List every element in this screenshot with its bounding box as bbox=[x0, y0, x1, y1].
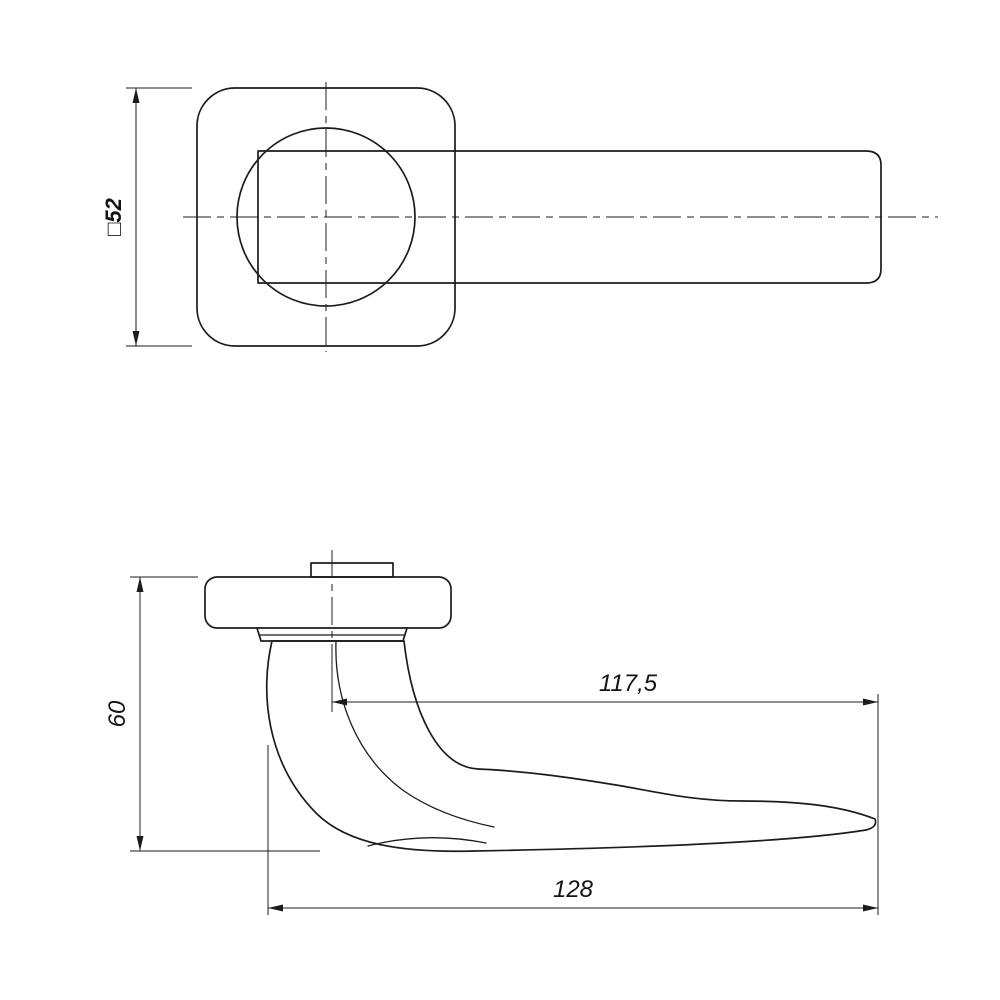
handle-side-outline bbox=[265, 640, 877, 853]
rosette-button bbox=[310, 562, 394, 578]
dim117-arrow-right-icon bbox=[863, 698, 878, 706]
dim128-arrow-left-icon bbox=[268, 904, 283, 912]
dim117-arrow-left-icon bbox=[332, 698, 347, 706]
front-view: □52 bbox=[101, 82, 938, 352]
dimension-length-128: 128 bbox=[267, 745, 878, 915]
dim52-arrow-down-icon bbox=[132, 331, 140, 346]
neck-inner-curve bbox=[335, 640, 495, 828]
dimension-reach-117-5: 117,5 bbox=[331, 648, 879, 915]
dim117-label: 117,5 bbox=[599, 670, 658, 697]
rosette-side-profile bbox=[204, 576, 452, 629]
dim52-arrow-up-icon bbox=[132, 88, 140, 103]
side-view: 60 117,5 128 bbox=[104, 550, 879, 915]
dimension-rosette-square: □52 bbox=[101, 87, 192, 347]
dim128-arrow-right-icon bbox=[863, 904, 878, 912]
dim60-label: 60 bbox=[104, 700, 131, 727]
neck-underside-curve bbox=[367, 837, 487, 847]
lever-shaft bbox=[257, 150, 882, 284]
rosette-bore-circle bbox=[236, 127, 416, 307]
dim52-label: □52 bbox=[101, 197, 126, 236]
dimension-height-60: 60 bbox=[104, 576, 320, 852]
rosette-outline bbox=[196, 87, 456, 347]
dim60-arrow-up-icon bbox=[136, 577, 144, 592]
dim60-arrow-down-icon bbox=[136, 836, 144, 851]
dim128-label: 128 bbox=[553, 876, 594, 903]
